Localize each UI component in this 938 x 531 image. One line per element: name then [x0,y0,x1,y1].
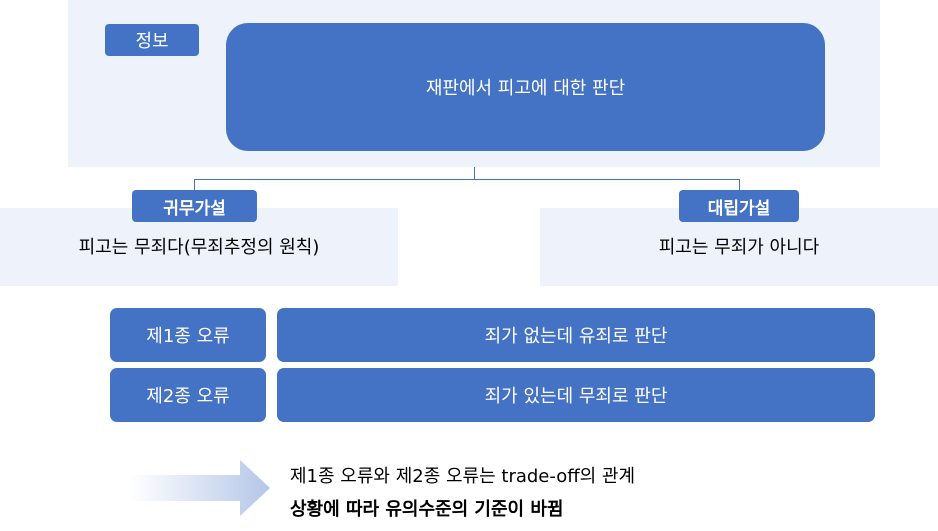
type1-error-label: 제1종 오류 [110,308,266,362]
right-arrow-icon [130,460,270,516]
info-tag: 정보 [105,24,199,56]
note-line2: 상황에 따라 유의수준의 기준이 바뀜 [290,499,564,520]
connector-left-drop [194,179,195,191]
alt-hypothesis-tag: 대립가설 [679,190,799,222]
note-line1: 제1종 오류와 제2종 오류는 trade-off의 관계 [290,466,636,487]
connector-horizontal [194,179,740,180]
connector-right-drop [739,179,740,191]
main-judgment-box: 재판에서 피고에 대한 판단 [226,23,825,151]
type2-error-desc: 죄가 있는데 무죄로 판단 [277,368,875,422]
null-hypothesis-tag: 귀무가설 [132,190,257,222]
connector-vertical [474,167,475,179]
type2-error-label: 제2종 오류 [110,368,266,422]
type1-error-desc: 죄가 없는데 유죄로 판단 [277,308,875,362]
alt-hypothesis-text: 피고는 무죄가 아니다 [658,237,820,258]
null-hypothesis-text: 피고는 무죄다(무죄추정의 원칙) [78,237,320,258]
